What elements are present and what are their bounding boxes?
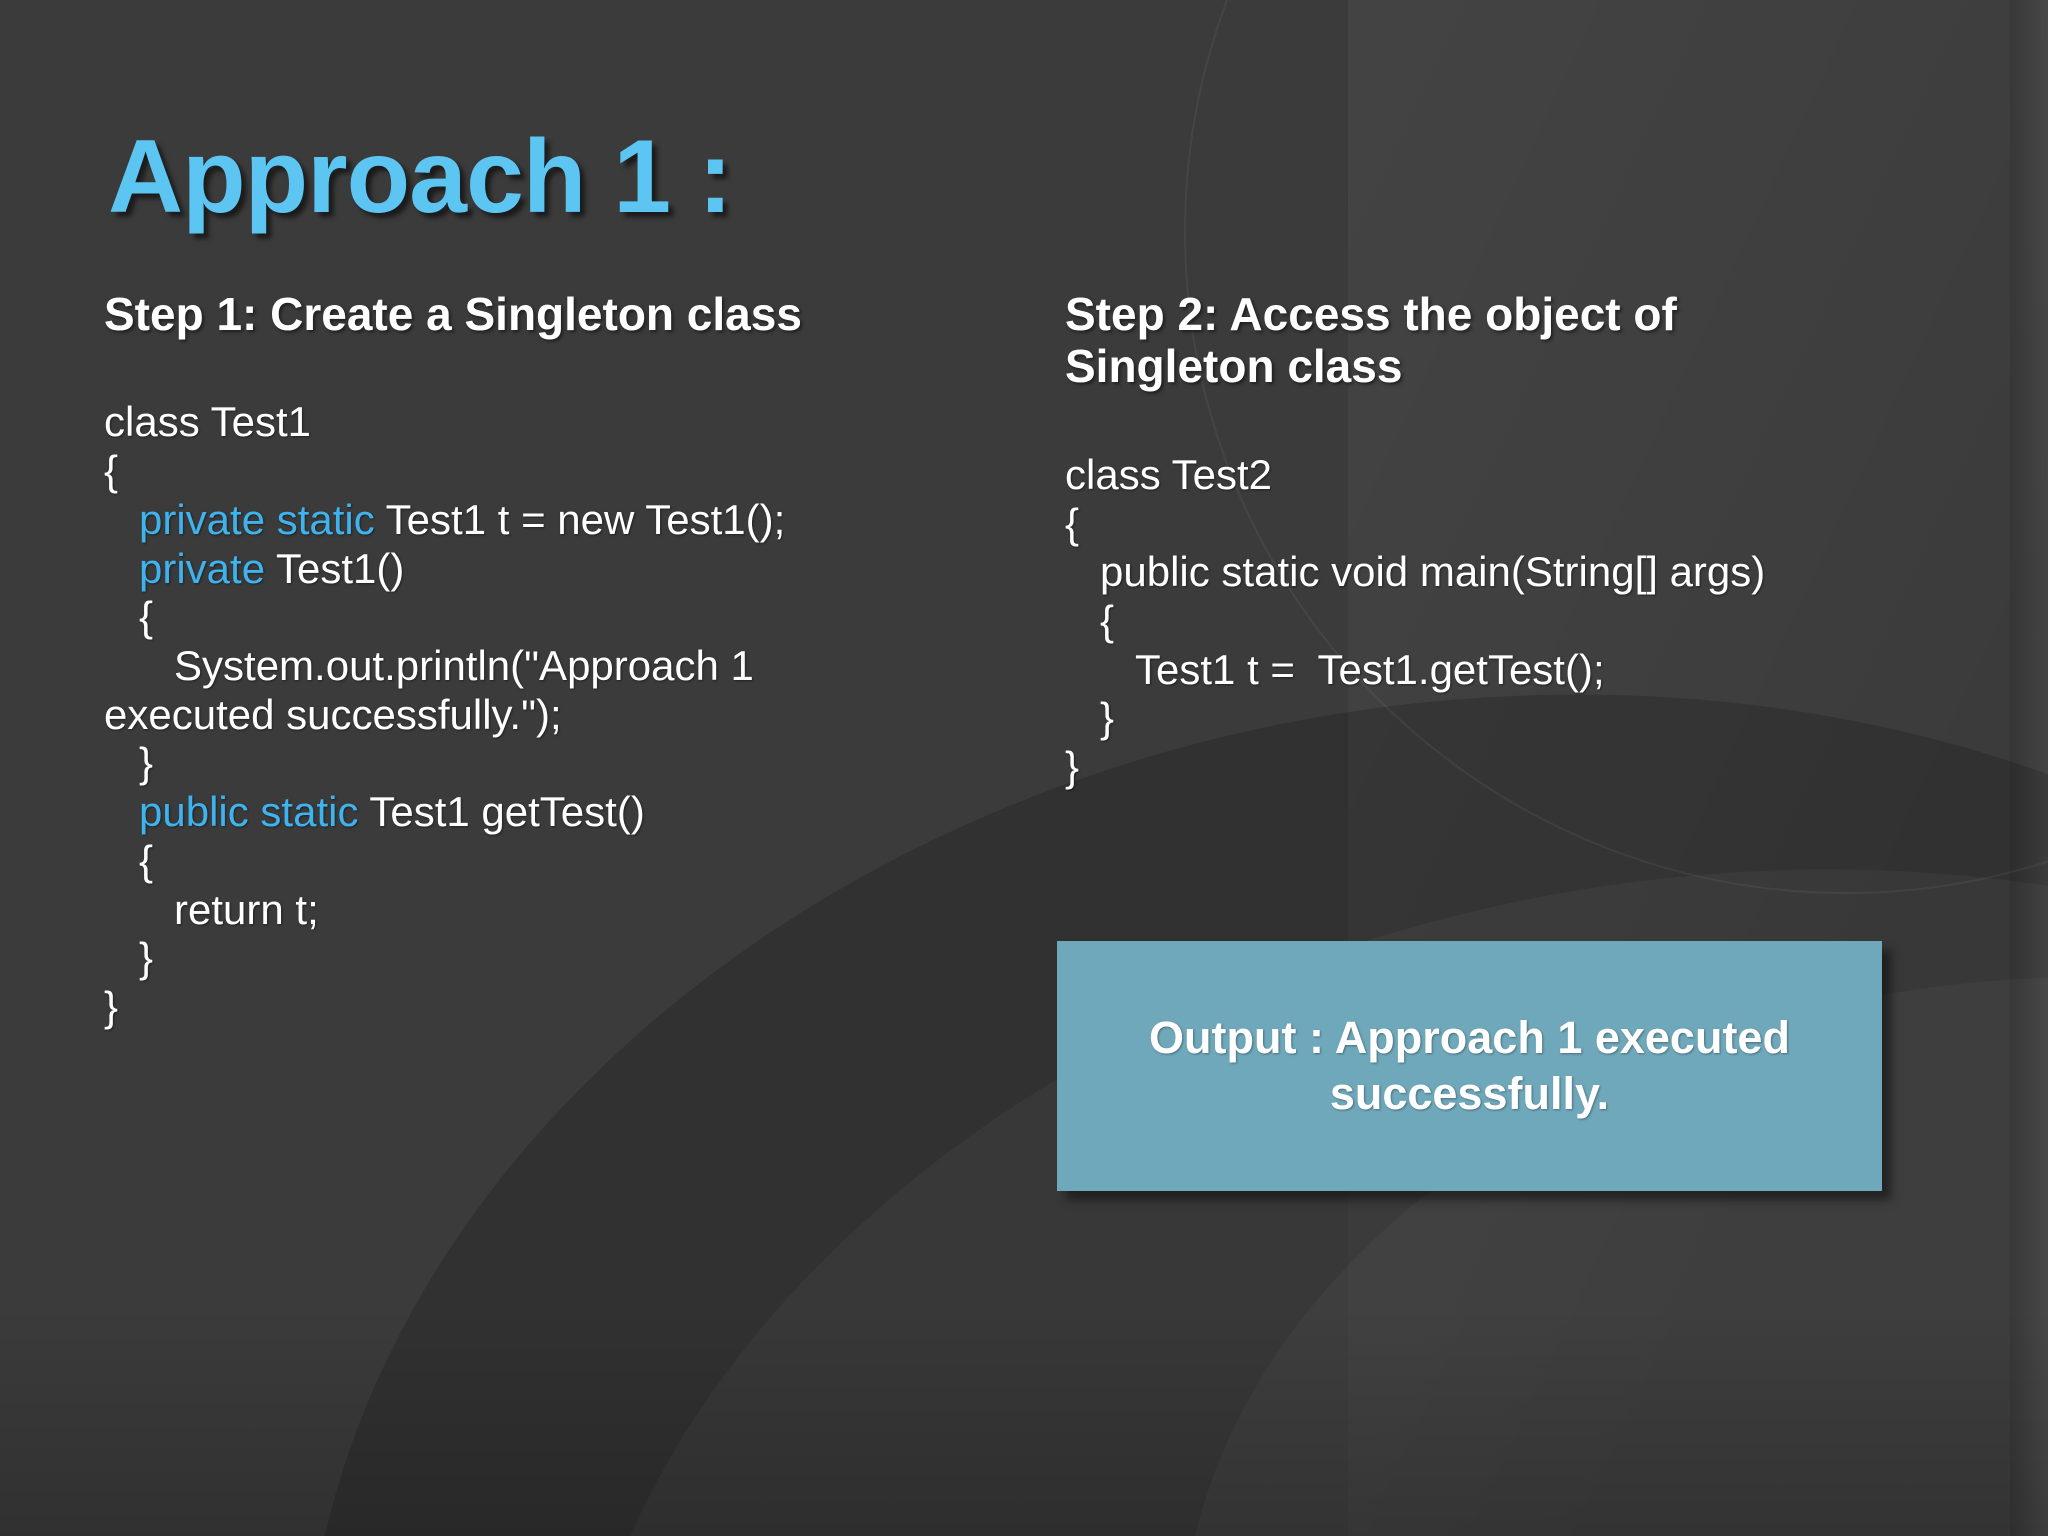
output-callout-box: Output : Approach 1 executed successfull…: [1057, 941, 1882, 1191]
code-line: public static void main(String[] args): [1065, 548, 1766, 596]
code-line: private static Test1 t = new Test1();: [104, 495, 786, 543]
code-line: }: [104, 983, 119, 1031]
code-line: {: [1065, 597, 1115, 645]
code-line: }: [1065, 743, 1080, 791]
code-line: private Test1(): [104, 544, 405, 592]
code-line: class Test1: [104, 398, 311, 446]
step-1-heading: Step 1: Create a Singleton class: [104, 288, 802, 340]
background-right-edge: [2010, 0, 2048, 1536]
background-bottom-shade: [0, 1306, 2048, 1536]
code-line: return t;: [104, 885, 319, 933]
output-callout-text: Output : Approach 1 executed successfull…: [1149, 1011, 1790, 1119]
code-line: {: [104, 447, 119, 495]
code-line: {: [104, 836, 154, 884]
code-line: System.out.println("Approach 1 executed …: [104, 642, 766, 738]
code-line: class Test2: [1065, 450, 1272, 498]
slide-title: Approach 1 :: [108, 119, 733, 235]
right-column: Step 2: Access the object of Singleton c…: [1065, 288, 1845, 792]
code-keyword: private static: [104, 495, 375, 543]
step-2-code-block: class Test2{ public static void main(Str…: [1065, 451, 1845, 792]
step-1-code-block: class Test1{ private static Test1 t = ne…: [104, 398, 864, 1031]
left-column: Step 1: Create a Singleton class class T…: [104, 288, 864, 1032]
code-keyword: public static: [104, 788, 359, 836]
code-line: public static Test1 getTest(): [104, 788, 645, 836]
code-line: Test1 t = Test1.getTest();: [1065, 645, 1605, 693]
code-line: }: [104, 934, 154, 982]
code-line: {: [1065, 499, 1080, 547]
code-line: }: [104, 739, 154, 787]
code-line: {: [104, 593, 154, 641]
code-keyword: private: [104, 544, 266, 592]
step-2-heading: Step 2: Access the object of Singleton c…: [1065, 288, 1677, 393]
code-line: }: [1065, 694, 1115, 742]
